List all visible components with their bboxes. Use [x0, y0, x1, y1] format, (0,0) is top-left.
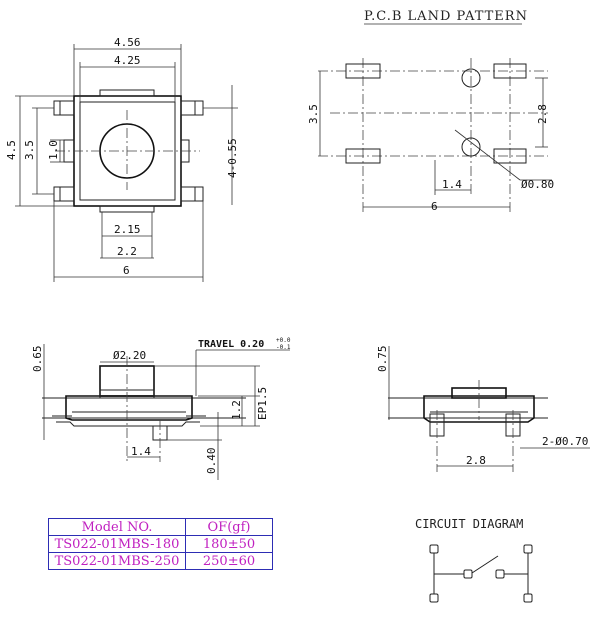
dim-4-5: 4.5 [5, 140, 18, 160]
spec-model: TS022-01MBS-250 [48, 552, 186, 570]
right-pin-dia: 2-Ø0.70 [542, 435, 588, 448]
dim-4-0-55: 4-0.55 [226, 138, 239, 178]
side-body [65, 395, 193, 421]
header-model: Model NO. [48, 518, 186, 536]
right-dim-0-75: 0.75 [376, 346, 389, 373]
spec-force: 180±50 [185, 535, 273, 553]
side-dim-1-4: 1.4 [131, 445, 151, 458]
pad-bottom-left [345, 148, 381, 164]
terminal-3 [429, 593, 439, 603]
side-dim-ep1-5: EP1.5 [256, 387, 269, 420]
dim-2-15: 2.15 [114, 223, 141, 236]
dim-3-5: 3.5 [23, 140, 36, 160]
dim-1-0: 1.0 [47, 140, 60, 160]
travel-label: TRAVEL 0.20 [198, 339, 264, 350]
spec-force: 250±60 [185, 552, 273, 570]
side-dim-1-2: 1.2 [230, 400, 243, 420]
header-force: OF(gf) [185, 518, 273, 536]
switch-contact [471, 555, 499, 574]
top-view: 4.56 4.25 4.5 3.5 1.0 4-0.55 2.15 2.2 6 [5, 36, 239, 282]
travel-tol-plus: +0.0 [276, 337, 291, 344]
dim-4-56: 4.56 [114, 36, 141, 49]
dim-6: 6 [123, 264, 130, 277]
circuit-title: CIRCUIT DIAGRAM [415, 517, 523, 531]
pad-top-right [493, 63, 527, 79]
spec-table: Model NO. OF(gf) TS022-01MBS-180 180±50 … [48, 518, 273, 570]
side-view-front: Ø2.20 0.65 TRAVEL 0.20 +0.0 -0.1 EP1.5 1… [31, 337, 291, 480]
spec-header-row: Model NO. OF(gf) [48, 518, 273, 536]
lp-dim-3-5: 3.5 [307, 104, 320, 124]
terminal-1 [429, 544, 439, 554]
pcb-land-pattern: P.C.B LAND PATTERN 3.5 2.8 1.4 [307, 9, 554, 213]
dim-2-2: 2.2 [117, 245, 137, 258]
right-body [423, 395, 535, 423]
lp-dim-2-8: 2.8 [536, 104, 549, 124]
hole-bottom [461, 137, 481, 157]
circuit-diagram: CIRCUIT DIAGRAM [415, 517, 533, 603]
pad-top-left [345, 63, 381, 79]
lead-top-left [53, 100, 75, 116]
pcb-title: P.C.B LAND PATTERN [364, 9, 528, 24]
lead-bottom-right [180, 186, 204, 202]
lead-top-right [180, 100, 204, 116]
hole-top [461, 68, 481, 88]
lp-hole-dia: Ø0.80 [521, 178, 554, 191]
spec-model: TS022-01MBS-180 [48, 535, 186, 553]
pad-bottom-right [493, 148, 527, 164]
side-dim-0-40: 0.40 [205, 448, 218, 475]
spec-row: TS022-01MBS-250 250±60 [48, 552, 273, 570]
right-dim-2-8: 2.8 [466, 454, 486, 467]
lead-bottom-left [53, 186, 75, 202]
side-view-right: 0.75 2.8 2-Ø0.70 [376, 346, 590, 472]
lp-dim-1-4: 1.4 [442, 178, 462, 191]
terminal-4 [523, 593, 533, 603]
side-dim-0-65: 0.65 [31, 346, 44, 373]
travel-tol-minus: -0.1 [276, 344, 291, 351]
knob-dia: Ø2.20 [113, 349, 146, 362]
spec-row: TS022-01MBS-180 180±50 [48, 535, 273, 553]
dim-4-25: 4.25 [114, 54, 141, 67]
terminal-2 [523, 544, 533, 554]
lp-dim-6: 6 [431, 200, 438, 213]
